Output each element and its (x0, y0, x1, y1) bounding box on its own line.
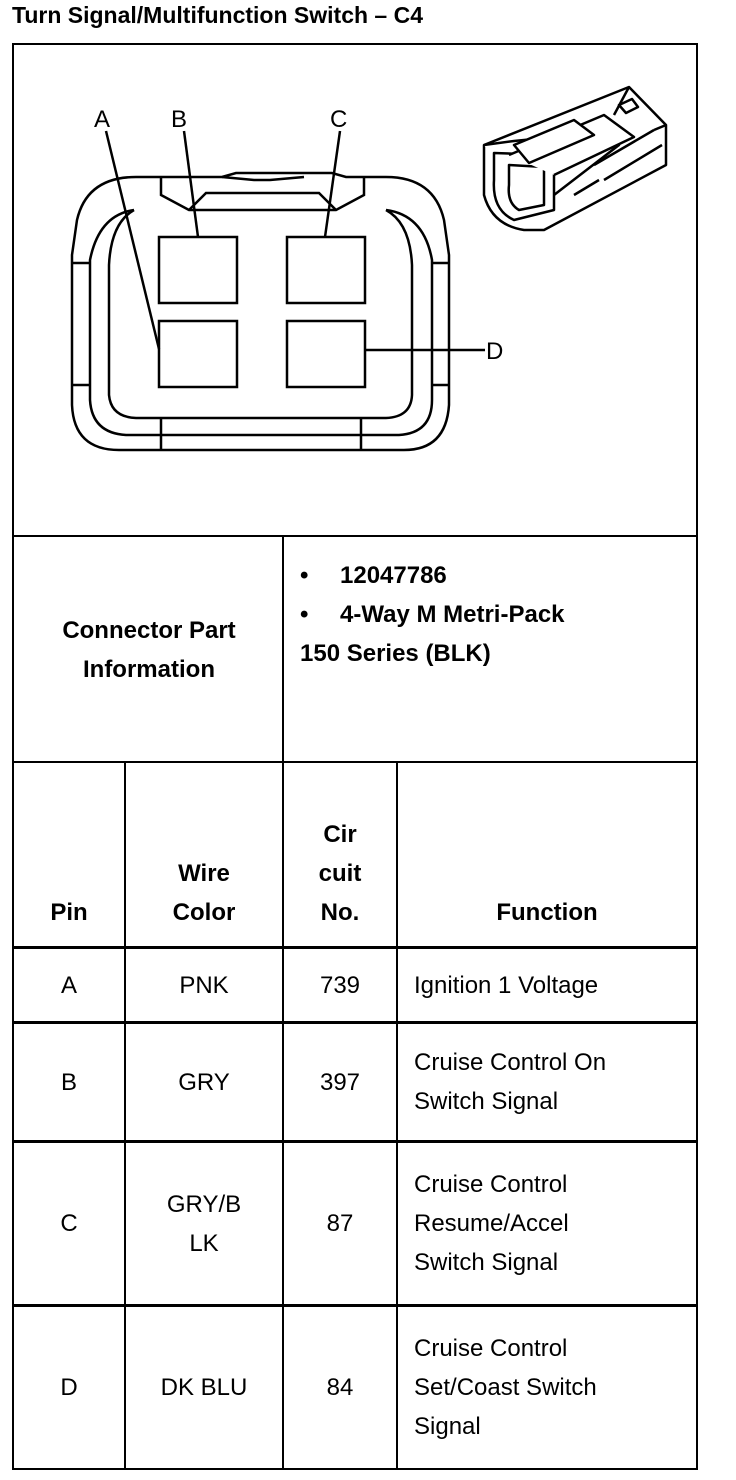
pin-label-c: C (330, 106, 347, 133)
row-d-circuit: 84 (326, 1374, 354, 1401)
row-a-pin: A (60, 971, 77, 999)
part-number: 12047786 (340, 562, 447, 589)
connector-part-info: •12047786 •4-Way M Metri-Pack 150 Series… (300, 562, 565, 667)
pin-label-d: D (486, 338, 503, 365)
row-d-pin: D (60, 1374, 78, 1401)
row-a-function: Ignition 1 Voltage (414, 971, 599, 999)
row-b-pin: B (60, 1068, 77, 1096)
header-function: Function (496, 899, 598, 926)
row-c-pin: C (60, 1210, 78, 1237)
row-b-circuit: 397 (319, 1068, 361, 1096)
pin-label-a: A (94, 106, 110, 133)
pin-label-b: B (171, 106, 187, 133)
row-c-circuit: 87 (326, 1210, 354, 1237)
connector-table-frame: A B C D Connector Part Information (12, 43, 698, 1470)
page-title: Turn Signal/Multifunction Switch – C4 (12, 2, 424, 28)
row-b-wire: GRY (178, 1068, 230, 1096)
row-a-wire: PNK (179, 971, 229, 999)
connector-part-label: Connector Part Information (62, 617, 236, 683)
header-pin: Pin (50, 899, 88, 926)
part-description: 4-Way M Metri-Pack (340, 601, 565, 628)
row-a-circuit: 739 (319, 971, 361, 999)
row-d-wire: DK BLU (160, 1374, 248, 1401)
connector-3d-icon (482, 85, 668, 232)
connector-face-diagram: A B C D (70, 85, 668, 452)
